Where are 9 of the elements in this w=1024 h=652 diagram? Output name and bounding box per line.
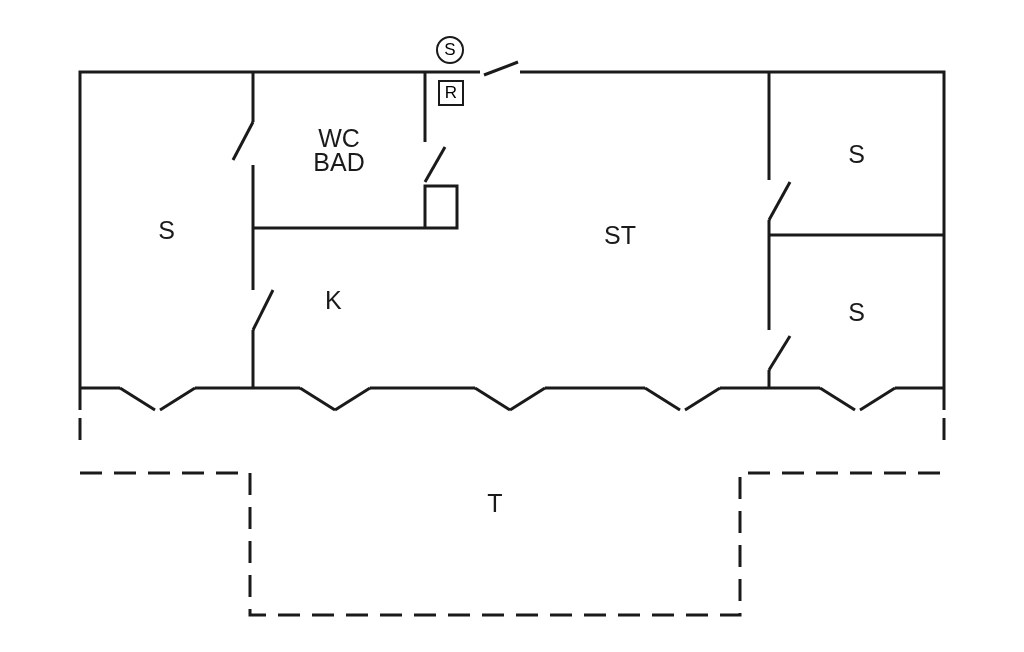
room-label: T: [487, 491, 503, 515]
room-label: WC BAD: [312, 126, 366, 174]
room-label: ST: [604, 223, 636, 247]
boxed-letter: R: [438, 80, 464, 106]
room-label: K: [325, 288, 342, 312]
room-label: S: [848, 141, 865, 166]
circled-letter: S: [436, 36, 464, 64]
room-label: S: [158, 218, 175, 242]
room-label: S: [848, 299, 865, 324]
